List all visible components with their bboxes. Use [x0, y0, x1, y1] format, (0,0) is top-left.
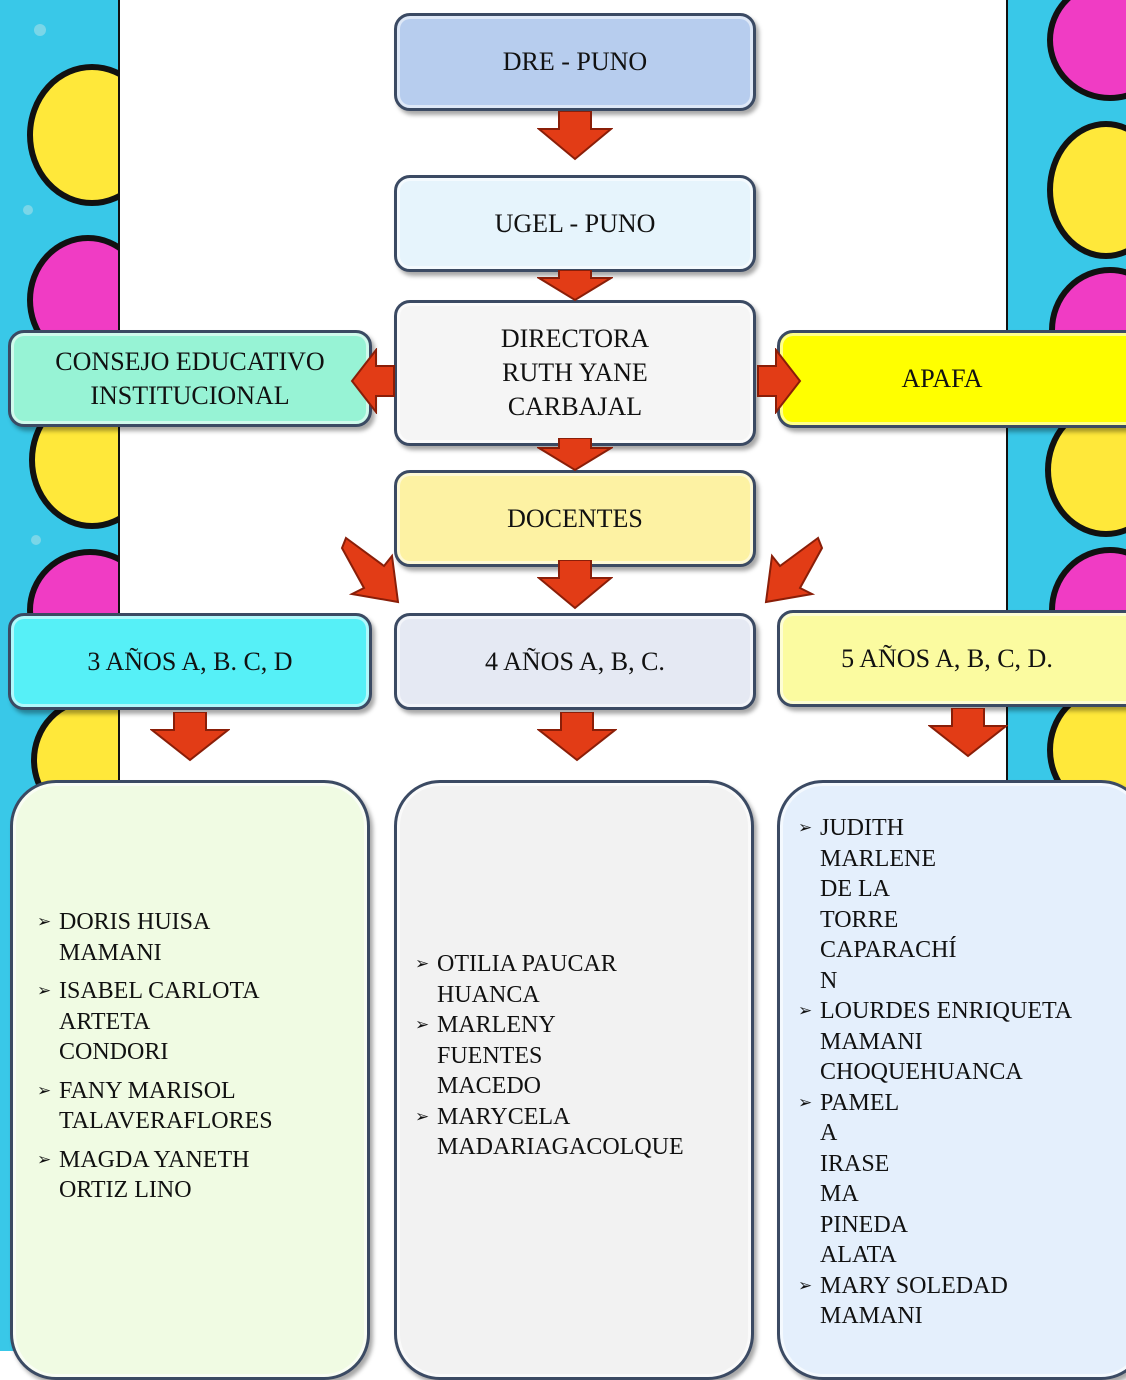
directora-name-line-2: CARBAJAL [507, 392, 643, 421]
arrow-down-icon [150, 712, 230, 762]
arrow-right-icon [757, 348, 802, 414]
cuatro-anos-box: 4 AÑOS A, B, C. [394, 613, 756, 710]
cinco-anos-box: 5 AÑOS A, B, C, D. [777, 610, 1126, 707]
directora-title: DIRECTORA [500, 324, 650, 353]
tres-anos-box: 3 AÑOS A, B. C, D [8, 613, 372, 710]
dre-puno-box: DRE - PUNO [394, 13, 756, 111]
arrow-down-left-icon [340, 536, 400, 604]
docentes-label: DOCENTES [507, 503, 643, 533]
arrow-down-right-icon [764, 536, 824, 604]
arrow-left-icon [350, 348, 395, 414]
arrow-down-icon [537, 111, 613, 161]
tres-anos-label: 3 AÑOS A, B. C, D [87, 646, 293, 676]
cuatro-anos-label: 4 AÑOS A, B, C. [485, 646, 665, 676]
dre-puno-label: DRE - PUNO [502, 47, 648, 76]
arrow-down-icon [928, 708, 1008, 758]
consejo-label-line-2: INSTITUCIONAL [90, 380, 290, 410]
docentes-box: DOCENTES [394, 470, 756, 567]
ugel-puno-box: UGEL - PUNO [394, 175, 756, 272]
apafa-box: APAFA [777, 330, 1126, 428]
ugel-puno-label: UGEL - PUNO [494, 208, 656, 238]
arrow-down-icon [537, 438, 613, 472]
cinco-anos-label: 5 AÑOS A, B, C, D. [841, 643, 1053, 673]
directora-box: DIRECTORA RUTH YANE CARBAJAL [394, 300, 756, 446]
directora-name-line-1: RUTH YANE [502, 358, 648, 387]
consejo-label-line-1: CONSEJO EDUCATIVO [55, 346, 325, 376]
arrow-down-icon [537, 712, 617, 762]
consejo-educativo-box: CONSEJO EDUCATIVO INSTITUCIONAL [8, 330, 372, 427]
apafa-label: APAFA [901, 364, 983, 393]
arrow-down-icon [537, 560, 613, 610]
arrow-down-icon [537, 270, 613, 302]
